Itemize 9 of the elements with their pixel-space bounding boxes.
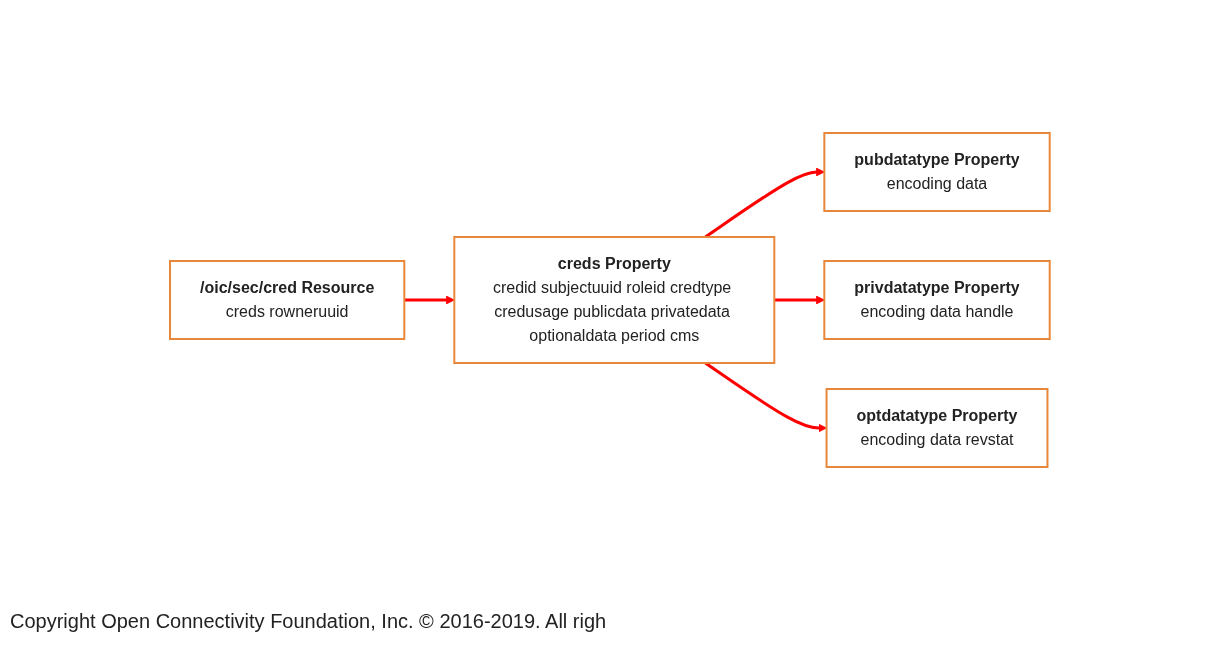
copyright-note: Copyright Open Connectivity Foundation, Inc. © 2016-2019. All righ <box>10 610 607 633</box>
node-box: /oic/sec/cred Resource creds rowneruuid <box>169 260 406 340</box>
arrow <box>404 295 455 305</box>
node-box: privdatatype Property encoding data handle <box>823 260 1051 340</box>
arrow <box>774 295 825 305</box>
node-box: optdatatype Property encoding data revstat <box>825 388 1049 468</box>
arrow <box>704 167 825 239</box>
node-box: creds Property credid subjectuuid roleid credtype credusage publicdata privatedata optionaldata period cms <box>453 236 776 364</box>
node-box: pubdatatype Property encoding data <box>823 132 1051 212</box>
